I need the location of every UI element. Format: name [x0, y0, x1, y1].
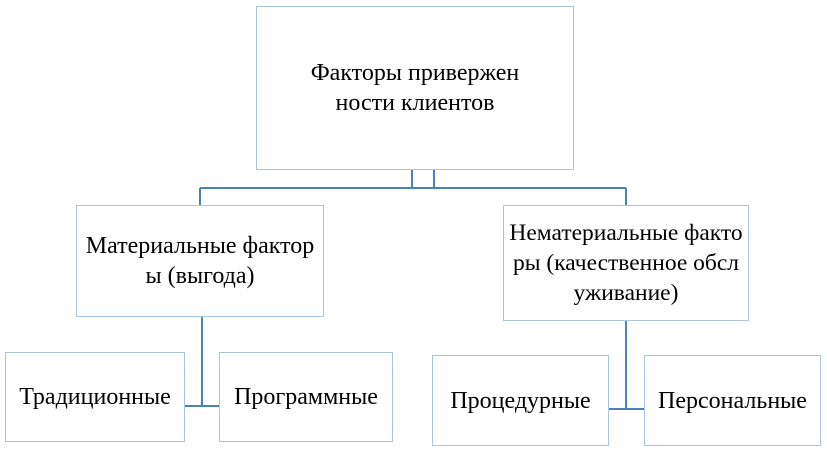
procedural-label: Процедурные [450, 387, 591, 414]
material-factors-label: Материальные факторы (выгода) [85, 233, 315, 289]
material-factors-box: Материальные факторы (выгода) [76, 205, 324, 317]
nonmaterial-factors-label: Нематериальные факторы (качественное обс… [509, 220, 743, 306]
personal-box: Персональные [644, 355, 821, 446]
root-node-box: Факторы приверженности клиентов [256, 6, 574, 170]
traditional-box: Традиционные [5, 352, 185, 442]
program-label: Программные [234, 384, 378, 410]
program-box: Программные [219, 352, 393, 442]
traditional-label: Традиционные [19, 384, 171, 410]
procedural-box: Процедурные [432, 355, 609, 446]
personal-label: Персональные [658, 387, 807, 414]
root-node-label: Факторы приверженности клиентов [310, 60, 520, 116]
nonmaterial-factors-box: Нематериальные факторы (качественное обс… [503, 205, 749, 321]
